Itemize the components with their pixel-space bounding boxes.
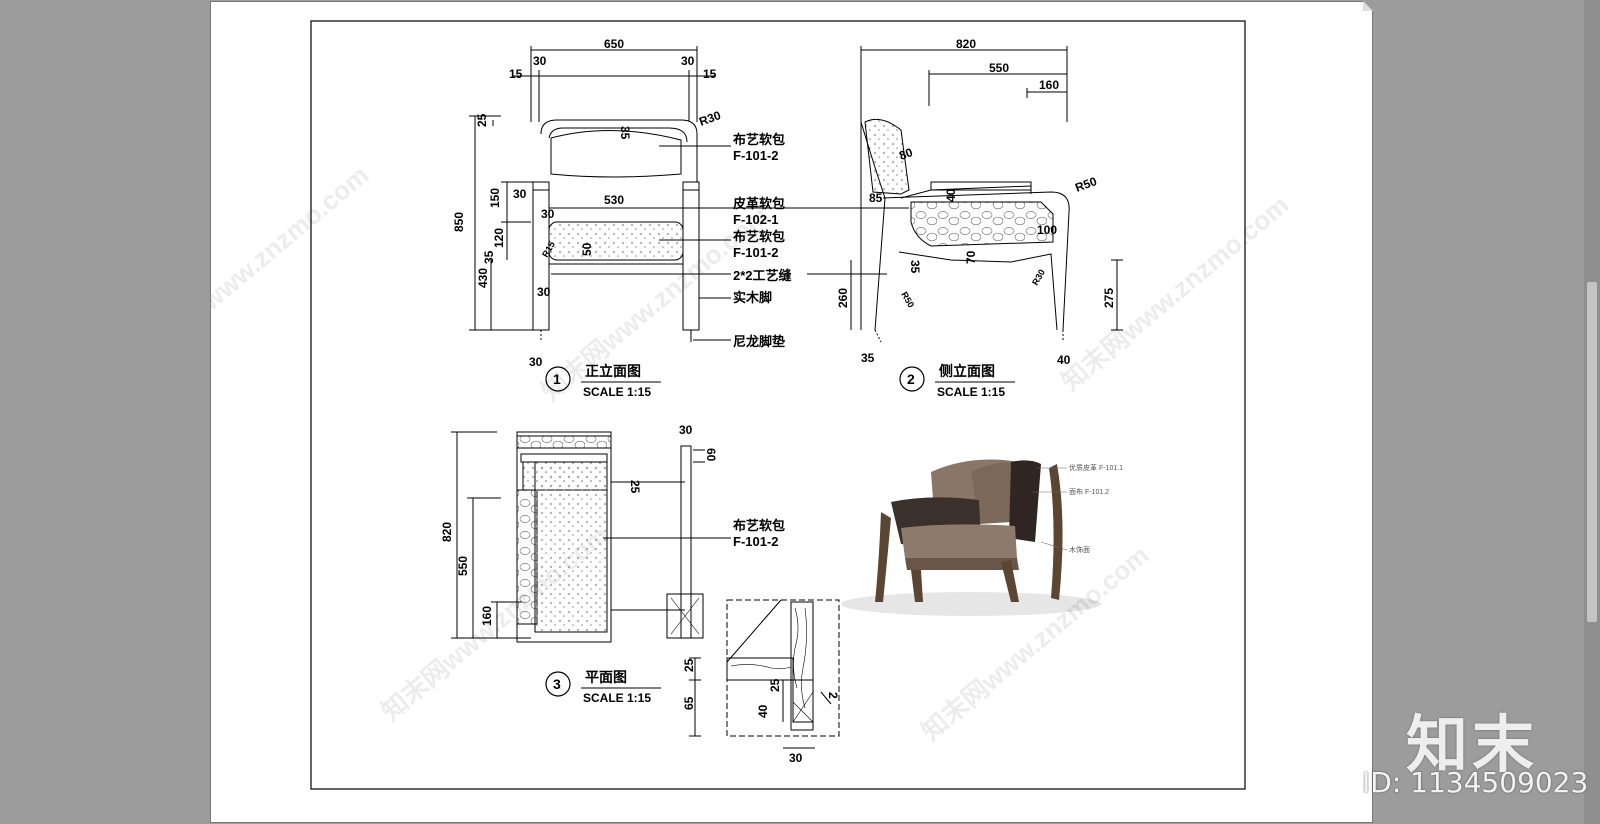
dim-detail-40: 40 xyxy=(756,704,770,718)
dim-15-right: 15 xyxy=(703,67,717,81)
dim-r30: R30 xyxy=(697,108,723,129)
dim-30-left: 30 xyxy=(533,54,547,68)
dim-detail-2: 2 xyxy=(826,692,840,699)
front-view-number: 1 xyxy=(553,371,561,387)
plan-label: 布艺软包 xyxy=(733,518,785,533)
drawing-frame xyxy=(310,20,1246,790)
dim-r30-side: R30 xyxy=(1030,268,1047,287)
dim-650: 650 xyxy=(604,37,624,51)
dim-detail-25: 25 xyxy=(682,658,696,672)
dim-detail-30: 30 xyxy=(789,751,803,765)
chair-rendering xyxy=(841,459,1101,616)
watermark-3: 知末网www.znzmo.com xyxy=(1056,189,1295,396)
front-label-6: 尼龙脚垫 xyxy=(733,334,785,349)
dim-820: 820 xyxy=(956,37,976,51)
dim-260: 260 xyxy=(836,288,850,308)
dim-850: 850 xyxy=(452,212,466,232)
plan-view-title: 平面图 xyxy=(585,669,627,685)
rendering-leaders xyxy=(1031,467,1068,551)
dim-30-arm: 30 xyxy=(513,187,527,201)
dim-120: 120 xyxy=(492,228,506,248)
brand-logo-text: 知末 xyxy=(1406,708,1539,781)
dim-25: 25 xyxy=(475,113,489,127)
plan-view-number: 3 xyxy=(553,676,561,692)
dim-530: 530 xyxy=(604,193,624,207)
watermark-1: 知末网www.znzmo.com xyxy=(211,159,374,366)
side-view-scale: SCALE 1:15 xyxy=(937,385,1005,399)
dim-35-bottom: 35 xyxy=(861,351,875,365)
dim-70: 70 xyxy=(964,250,978,264)
front-label-4: 2*2工艺缝 xyxy=(733,268,792,283)
plan-view xyxy=(451,431,731,643)
rendering-legend-2: 面布 F-101.2 xyxy=(1069,487,1109,496)
dim-30-right: 30 xyxy=(681,54,695,68)
dim-plan-160: 160 xyxy=(480,606,494,626)
dim-35-seat: 35 xyxy=(482,250,496,264)
front-code-1: F-101-2 xyxy=(733,148,779,163)
front-elevation xyxy=(469,46,715,342)
front-code-3: F-101-2 xyxy=(733,245,779,260)
dim-50: 50 xyxy=(580,242,594,256)
dim-80: 80 xyxy=(897,145,915,163)
side-view-title: 侧立面图 xyxy=(939,363,995,379)
joint-detail xyxy=(689,599,840,749)
dim-430: 430 xyxy=(476,268,490,288)
rendering-legend-1: 优质皮革 F-101.1 xyxy=(1069,463,1123,472)
dim-85: 85 xyxy=(869,191,883,205)
dim-150: 150 xyxy=(488,188,502,208)
dim-detail-25b: 25 xyxy=(768,678,782,692)
front-view-scale: SCALE 1:15 xyxy=(583,385,651,399)
dim-275: 275 xyxy=(1102,288,1116,308)
plan-view-number-circle xyxy=(545,671,571,697)
dim-35-top: 35 xyxy=(618,126,632,140)
dim-detail-65: 65 xyxy=(682,696,696,710)
dim-30-seat: 30 xyxy=(541,207,555,221)
dim-plan-30: 30 xyxy=(679,423,693,437)
side-view-number-circle xyxy=(899,366,925,392)
front-label-5: 实木脚 xyxy=(733,290,772,305)
dim-40: 40 xyxy=(944,188,958,202)
front-label-2: 皮革软包 xyxy=(732,196,785,211)
dim-100: 100 xyxy=(1037,223,1057,237)
dim-15-left: 15 xyxy=(509,67,523,81)
rendering-legend-3: 木饰面 xyxy=(1069,545,1090,554)
dim-plan-820: 820 xyxy=(440,522,454,542)
dim-plan-25: 25 xyxy=(628,480,642,494)
front-view-title: 正立面图 xyxy=(585,363,641,379)
plan-view-scale: SCALE 1:15 xyxy=(583,691,651,705)
side-view-number: 2 xyxy=(907,371,915,387)
vertical-scrollbar[interactable] xyxy=(1584,0,1600,824)
dim-plan-550: 550 xyxy=(456,556,470,576)
dim-160: 160 xyxy=(1039,78,1059,92)
front-label-1: 布艺软包 xyxy=(733,132,785,147)
dim-40-bottom: 40 xyxy=(1057,353,1071,367)
front-code-2: F-102-1 xyxy=(733,212,779,227)
dim-35-side: 35 xyxy=(908,260,922,274)
drawing-sheet: 650 15 30 30 15 25 850 35 R30 150 30 530… xyxy=(211,1,1373,822)
dim-30-bottom: 30 xyxy=(529,355,543,369)
front-leaders xyxy=(551,145,731,341)
dim-r50-bottom: R50 xyxy=(899,290,916,309)
page-fold-corner xyxy=(1363,1,1373,11)
asset-id: ID: 1134509023 xyxy=(1362,766,1589,799)
side-elevation xyxy=(731,46,1123,343)
front-view-number-circle xyxy=(545,366,571,392)
dim-550: 550 xyxy=(989,61,1009,75)
cad-drawing: 650 15 30 30 15 25 850 35 R30 150 30 530… xyxy=(211,20,1295,790)
dim-30-leg: 30 xyxy=(537,285,551,299)
scrollbar-thumb[interactable] xyxy=(1587,282,1597,622)
dim-r50-top: R50 xyxy=(1073,174,1099,195)
watermark-5: 知末网www.znzmo.com xyxy=(916,539,1155,746)
front-label-3: 布艺软包 xyxy=(733,229,785,244)
plan-code: F-101-2 xyxy=(733,534,779,549)
dim-plan-60: 60 xyxy=(704,448,718,462)
